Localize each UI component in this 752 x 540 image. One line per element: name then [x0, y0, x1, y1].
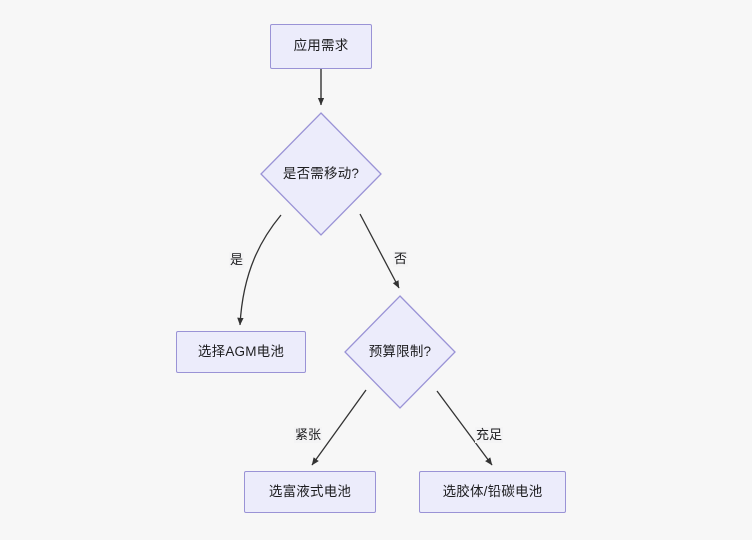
edge-label-tight-budget: 紧张: [294, 427, 323, 444]
node-choose-flooded-battery[interactable]: 选富液式电池: [244, 471, 376, 513]
edge-label-yes: 是: [229, 252, 245, 269]
edge-label-no: 否: [393, 251, 409, 268]
node-label: 选胶体/铅碳电池: [442, 483, 543, 499]
node-label: 应用需求: [293, 38, 349, 54]
node-label: 预算限制?: [368, 343, 432, 359]
diamond-shape: [344, 295, 456, 409]
diamond-shape: [260, 112, 382, 236]
node-decision-mobility[interactable]: 是否需移动?: [260, 112, 382, 236]
edge-label-sufficient-budget: 充足: [475, 427, 504, 444]
node-label: 选富液式电池: [268, 483, 352, 499]
node-label: 是否需移动?: [282, 165, 360, 181]
node-label: 选择AGM电池: [197, 343, 285, 359]
node-application-requirement[interactable]: 应用需求: [270, 24, 372, 69]
node-choose-gel-leadcarbon-battery[interactable]: 选胶体/铅碳电池: [419, 471, 566, 513]
node-decision-budget[interactable]: 预算限制?: [344, 295, 456, 409]
node-choose-agm-battery[interactable]: 选择AGM电池: [176, 331, 306, 373]
